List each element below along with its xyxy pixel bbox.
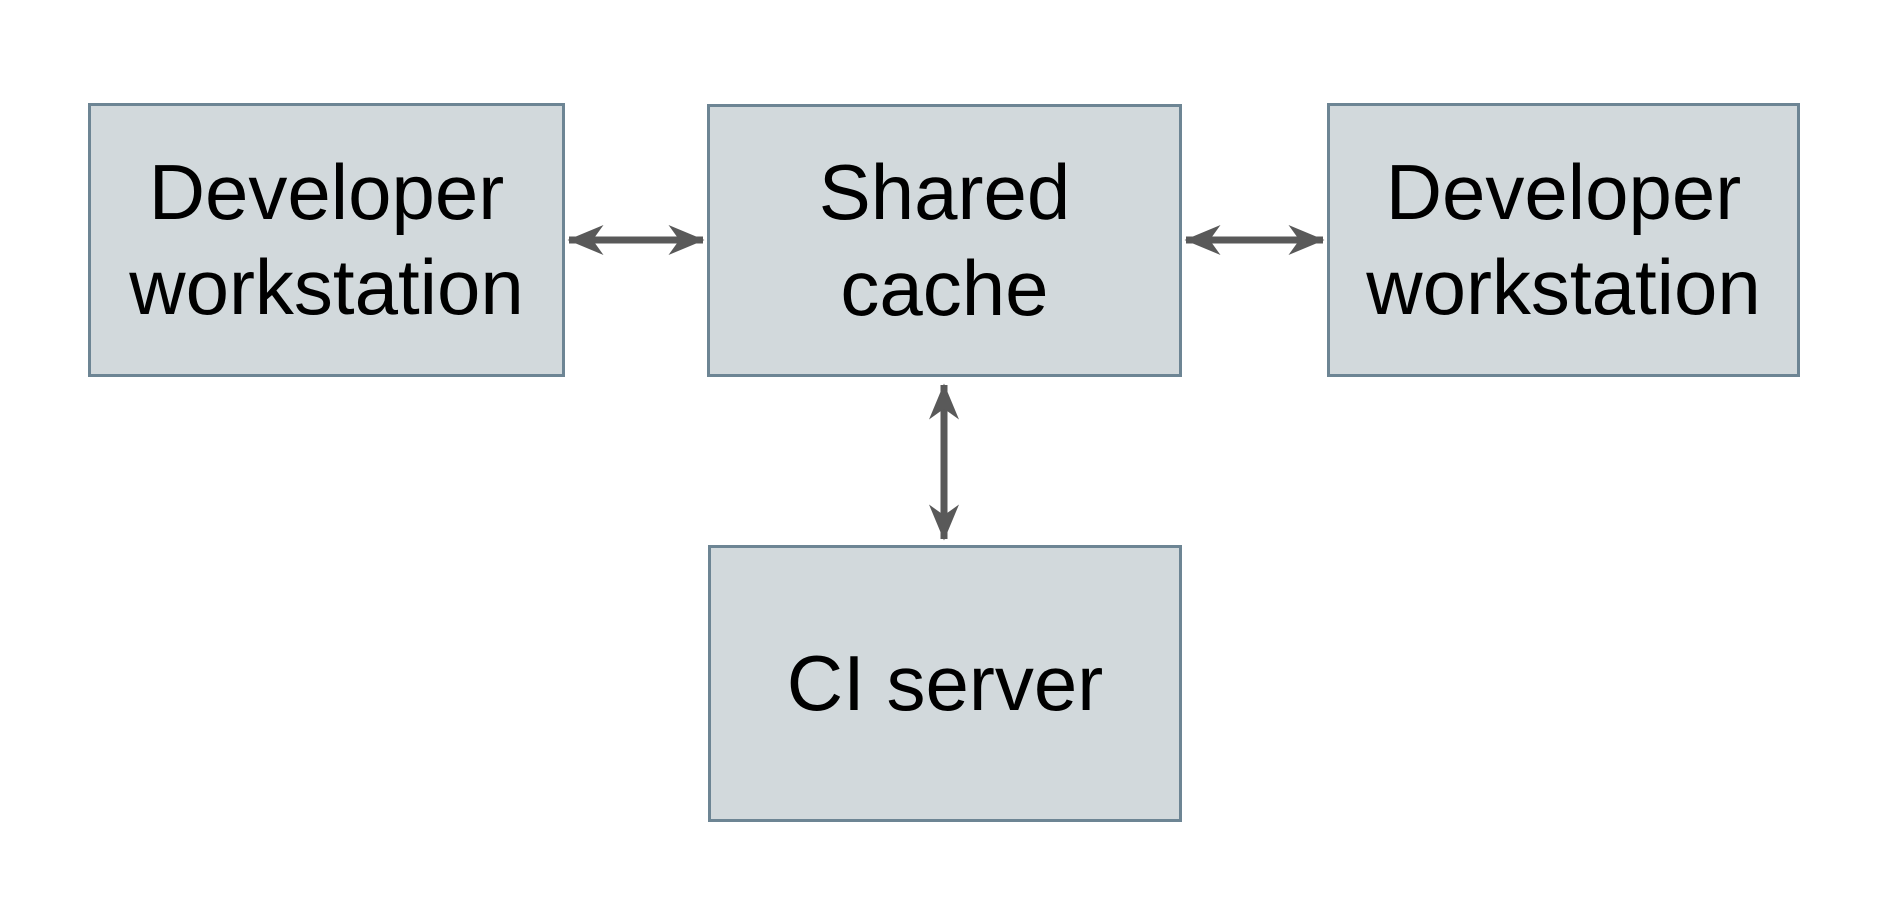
node-label: Developer workstation bbox=[129, 147, 524, 331]
bidirectional-arrow-cache-to-ci-server bbox=[929, 383, 959, 541]
bidirectional-arrow-cache-to-right-workstation bbox=[1184, 225, 1325, 255]
node-developer-workstation-left: Developer workstation bbox=[88, 103, 565, 377]
node-shared-cache: Shared cache bbox=[707, 104, 1182, 377]
node-ci-server: CI server bbox=[708, 545, 1182, 822]
node-label: Shared cache bbox=[818, 148, 1071, 332]
node-developer-workstation-right: Developer workstation bbox=[1327, 103, 1800, 377]
bidirectional-arrow-left-workstation-to-cache bbox=[567, 225, 705, 255]
node-label: CI server bbox=[786, 638, 1104, 727]
node-label: Developer workstation bbox=[1366, 147, 1761, 331]
